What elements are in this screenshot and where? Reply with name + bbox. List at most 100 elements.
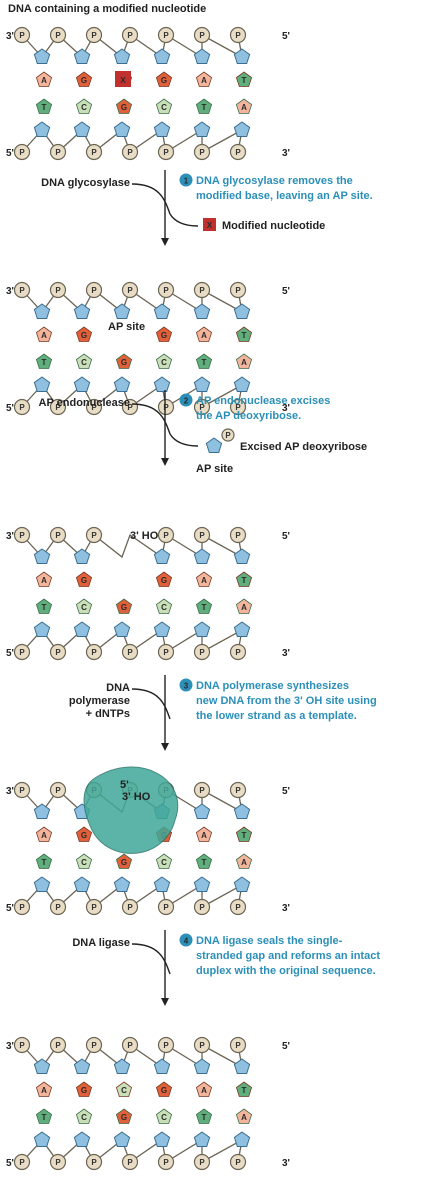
phosphate-label: P	[225, 431, 231, 440]
phosphate-label: P	[199, 531, 205, 540]
phosphate-label: P	[199, 648, 205, 657]
modified-base-box	[115, 71, 131, 87]
base-A	[195, 571, 213, 587]
sugar	[73, 1058, 91, 1074]
phosphate	[193, 1153, 211, 1171]
base-letter: G	[161, 576, 167, 585]
base-letter: G	[81, 831, 87, 840]
base-letter: G	[81, 1086, 87, 1095]
base-A	[235, 98, 253, 114]
sugar	[73, 303, 91, 319]
base-C	[75, 98, 93, 114]
enzyme-label: AP endonuclease	[39, 397, 131, 409]
sugar	[33, 1058, 51, 1074]
base-A	[35, 71, 53, 87]
base-C	[155, 353, 173, 369]
base-A	[235, 1108, 253, 1124]
sugar	[193, 48, 211, 64]
base-letter: T	[42, 358, 47, 367]
phosphate-label: P	[19, 31, 25, 40]
phosphate	[13, 898, 31, 916]
phosphate-label: P	[199, 1041, 205, 1050]
base-T	[35, 1108, 53, 1124]
strand-end-label: 5'	[282, 31, 290, 42]
sugar	[33, 803, 51, 819]
arrow-head	[161, 998, 169, 1006]
base-letter: T	[242, 331, 247, 340]
phosphate	[85, 1153, 103, 1171]
base-T	[235, 1081, 253, 1097]
base-letter: T	[242, 76, 247, 85]
sugar	[113, 303, 131, 319]
base-G	[155, 1081, 173, 1097]
step-number-badge	[179, 933, 193, 947]
base-C	[155, 598, 173, 614]
sugar	[153, 48, 171, 64]
phosphate-label: P	[19, 531, 25, 540]
phosphate	[121, 898, 139, 916]
phosphate-label: P	[235, 1158, 241, 1167]
base-letter: A	[201, 76, 207, 85]
base-letter: G	[81, 576, 87, 585]
strand-end-label: 3'	[282, 903, 290, 914]
phosphate	[229, 26, 247, 44]
phosphate	[13, 1036, 31, 1054]
base-G	[115, 853, 133, 869]
phosphate-label: P	[127, 1041, 133, 1050]
phosphate	[193, 398, 211, 416]
phosphate-label: P	[235, 531, 241, 540]
phosphate-label: P	[19, 403, 25, 412]
phosphate	[229, 1036, 247, 1054]
phosphate	[49, 643, 67, 661]
base-C	[155, 1108, 173, 1124]
base-letter: T	[202, 1113, 207, 1122]
phosphate	[13, 281, 31, 299]
phosphate-label: P	[91, 148, 97, 157]
step-number: 4	[184, 937, 189, 946]
phosphate	[13, 526, 31, 544]
step-description: DNA glycosylase removes the	[196, 175, 353, 187]
base-G	[115, 598, 133, 614]
sugar	[233, 876, 251, 892]
phosphate-label: P	[55, 786, 61, 795]
phosphate	[85, 898, 103, 916]
phosphate-label: P	[235, 148, 241, 157]
product-label: Excised AP deoxyribose	[240, 441, 367, 453]
phosphate	[13, 643, 31, 661]
sugar	[193, 621, 211, 637]
phosphate-label: P	[127, 31, 133, 40]
phosphate-label: P	[199, 148, 205, 157]
enzyme-label: DNA glycosylase	[41, 177, 130, 189]
base-letter: A	[201, 1086, 207, 1095]
phosphate-label: P	[163, 403, 169, 412]
base-letter: A	[201, 576, 207, 585]
phosphate-label: P	[199, 286, 205, 295]
base-G	[155, 71, 173, 87]
five-prime-label: 5'	[120, 779, 129, 791]
phosphate	[85, 526, 103, 544]
phosphate-label: P	[19, 648, 25, 657]
sugar	[113, 1131, 131, 1147]
phosphate-label: P	[163, 31, 169, 40]
phosphate-label: P	[163, 286, 169, 295]
base-G	[115, 1108, 133, 1124]
phosphate	[193, 643, 211, 661]
step-description: the lower strand as a template.	[196, 710, 357, 722]
base-letter: A	[241, 358, 247, 367]
phosphate-label: P	[127, 903, 133, 912]
phosphate-label: P	[91, 286, 97, 295]
phosphate-label: P	[55, 903, 61, 912]
sugar	[233, 1131, 251, 1147]
base-C	[75, 353, 93, 369]
sugar	[73, 876, 91, 892]
phosphate-label: P	[55, 1158, 61, 1167]
sugar	[153, 1131, 171, 1147]
base-A	[35, 1081, 53, 1097]
phosphate	[49, 1036, 67, 1054]
step-number: 2	[184, 397, 189, 406]
base-letter: T	[202, 603, 207, 612]
sugar	[73, 621, 91, 637]
